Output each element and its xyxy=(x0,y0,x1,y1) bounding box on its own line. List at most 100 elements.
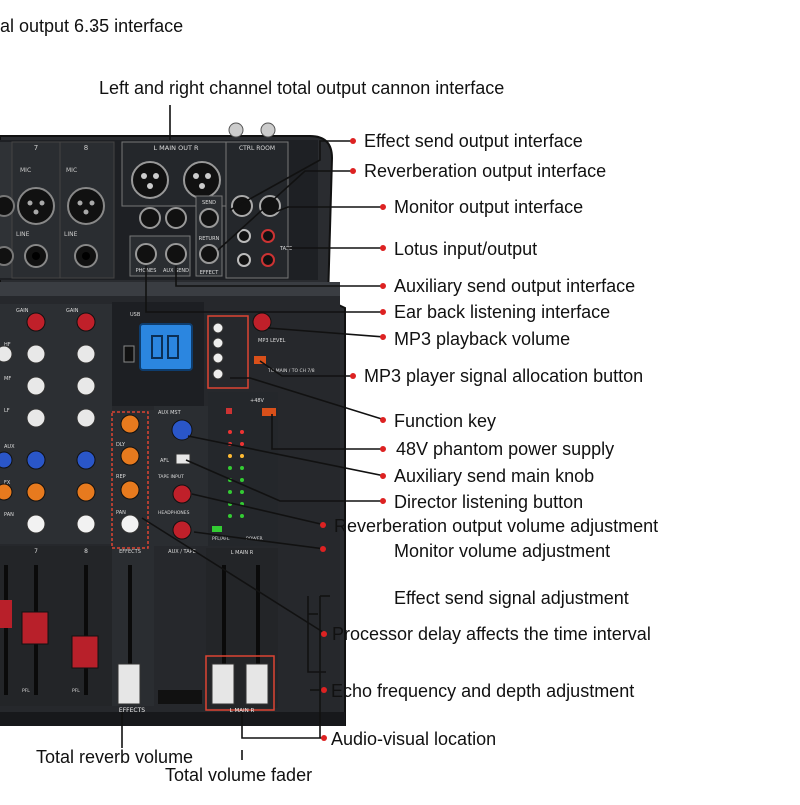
main-out-l-635 xyxy=(139,207,161,229)
hf-label: HF xyxy=(4,342,11,348)
lf-knob-7 xyxy=(26,408,46,428)
mic-label-7: MIC xyxy=(20,167,31,174)
callout-director-listen: Director listening button xyxy=(394,492,584,512)
mf-label: MF xyxy=(4,376,11,382)
ch8-label: 8 xyxy=(84,144,88,152)
power-label: POWER xyxy=(246,536,263,542)
xlr-input-7 xyxy=(17,187,55,225)
hf-knob-8 xyxy=(76,344,96,364)
fx-send-knob xyxy=(120,414,140,434)
effects-fader xyxy=(117,663,141,705)
callout-total-fader: Total volume fader xyxy=(165,765,313,785)
pfl-afl-label: PFL/AFL xyxy=(212,536,230,542)
ctrl-room-label: CTRL ROOM xyxy=(239,145,275,152)
v48-label: +48V xyxy=(250,398,265,404)
main-out-r-xlr xyxy=(183,161,221,199)
main-fader-l xyxy=(211,663,235,705)
rca-out-r xyxy=(261,229,275,243)
effects-bottom-label: EFFECTS xyxy=(119,707,145,714)
rca-in-r xyxy=(261,253,275,267)
mic-label-8: MIC xyxy=(66,167,77,174)
callout-phantom-48v: 48V phantom power supply xyxy=(396,439,615,459)
phantom-48v-button[interactable] xyxy=(262,408,276,416)
usb-port xyxy=(123,345,135,363)
main-out-label: L MAIN OUT R xyxy=(153,144,198,152)
fader-7 xyxy=(21,611,49,645)
rear-panel-connectors: 7 8 MIC MIC LINE LINE L MAIN OUT R SEND … xyxy=(0,122,292,279)
callout-lr-cannon: Left and right channel total output cann… xyxy=(99,78,505,98)
headphones-knob xyxy=(172,520,192,540)
callout-effect-send-adj: Effect send signal adjustment xyxy=(394,588,629,608)
callout-processor-delay: Processor delay affects the time interva… xyxy=(332,624,651,644)
aux-knob-8 xyxy=(76,450,96,470)
afl-label: AFL xyxy=(160,458,169,464)
line-label-8: LINE xyxy=(64,231,78,238)
callout-aux-main-knob: Auxiliary send main knob xyxy=(394,466,595,486)
fader-ch8-label: 8 xyxy=(84,548,88,555)
mp3-level-knob xyxy=(252,312,272,332)
fx-pan-label: PAN xyxy=(116,510,126,516)
mp3-btn-play[interactable] xyxy=(212,368,224,380)
fx-delay-knob xyxy=(120,446,140,466)
fader-ch7-label: 7 xyxy=(34,548,38,555)
lf-label: LF xyxy=(4,408,10,414)
mp3-btn-next[interactable] xyxy=(212,352,224,364)
fx-pan-knob xyxy=(120,514,140,534)
main-lr-bottom-label: L MAIN R xyxy=(230,708,255,714)
callout-ear-back: Ear back listening interface xyxy=(394,302,611,322)
xlr-input-8 xyxy=(67,187,105,225)
callout-lotus-io: Lotus input/output xyxy=(394,239,538,259)
fx-knob-8 xyxy=(76,482,96,502)
callout-aux-send-output: Auxiliary send output interface xyxy=(394,276,636,296)
mp3-route-button[interactable] xyxy=(254,356,266,364)
mf-knob-7 xyxy=(26,376,46,396)
tape-input-label: TAPE INPUT xyxy=(157,474,184,480)
callout-function-key: Function key xyxy=(394,411,497,431)
to-main-label: TO MAIN / TO CH 7/8 xyxy=(267,368,315,374)
leader-lines xyxy=(93,28,386,760)
callout-monitor-volume-adj: Monitor volume adjustment xyxy=(394,541,611,561)
callout-reverb-volume-adj: Reverberation output volume adjustment xyxy=(334,516,659,536)
tape-input-knob xyxy=(172,484,192,504)
callout-reverb-output: Reverberation output interface xyxy=(364,161,607,181)
callout-mp3-signal-button: MP3 player signal allocation button xyxy=(364,366,644,386)
fx-knob-7 xyxy=(26,482,46,502)
mp3-buttons-box xyxy=(207,315,249,389)
hf-knob-7 xyxy=(26,344,46,364)
return-jack xyxy=(199,244,219,264)
return-label: RETURN xyxy=(199,236,220,242)
fx-dly-label: DLY xyxy=(116,442,126,448)
tape-label: TAPE xyxy=(279,246,292,252)
aux-tape-label: AUX / TAPE xyxy=(168,549,196,555)
mp3-btn-mode[interactable] xyxy=(212,322,224,334)
callout-total-reverb: Total reverb volume xyxy=(36,747,194,767)
mp3-level-label: MP3 LEVEL xyxy=(258,338,286,344)
pan-label: PAN xyxy=(4,512,14,518)
aux-label: AUX xyxy=(4,444,15,450)
ch7-label: 7 xyxy=(34,144,38,152)
callout-mp3-volume: MP3 playback volume xyxy=(394,329,571,349)
aux-send-jack xyxy=(165,243,187,265)
pan-knob-7 xyxy=(26,514,46,534)
aux-master-knob xyxy=(171,419,193,441)
pan-knob-8 xyxy=(76,514,96,534)
main-out-l-xlr xyxy=(131,161,169,199)
channel-strips: GAIN GAIN HF MF LF AUX FX PAN 7 8 xyxy=(0,304,112,706)
lf-knob-8 xyxy=(76,408,96,428)
effect-label: EFFECT xyxy=(200,270,220,276)
callout-total-output-635: al output 6.35 interface xyxy=(0,16,184,36)
fx-repeat-knob xyxy=(120,480,140,500)
pfl-label-7: PFL xyxy=(22,688,30,694)
gain-knob-8 xyxy=(76,312,96,332)
gain-label-7: GAIN xyxy=(16,308,29,314)
master-section: USB MP3 LEVEL TO MAIN / TO CH 7/8 AUX MS… xyxy=(112,302,315,714)
fx-label: FX xyxy=(4,480,11,486)
main-fader-box xyxy=(205,655,275,711)
mp3-btn-prev[interactable] xyxy=(212,337,224,349)
afl-button[interactable] xyxy=(175,453,191,465)
phones-jack xyxy=(135,243,157,265)
send-label: SEND xyxy=(202,200,216,206)
gain-knob-7 xyxy=(26,312,46,332)
gain-label-8: GAIN xyxy=(66,308,79,314)
